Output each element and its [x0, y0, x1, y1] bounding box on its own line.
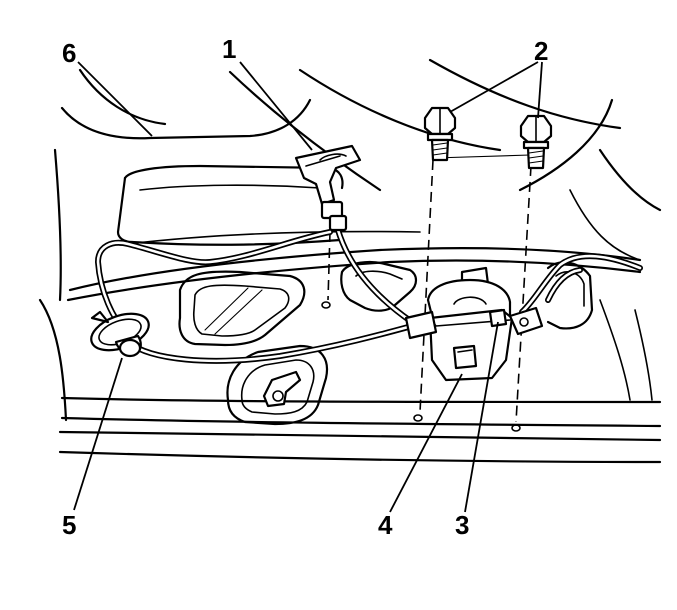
release-cable [95, 227, 643, 364]
trunk-lid-outline [38, 58, 662, 464]
bolt-holes [321, 301, 521, 432]
bolt-right [519, 114, 553, 170]
inner-panel-opening [116, 164, 344, 246]
bolt-left [423, 106, 457, 162]
callout-labels: 1 2 3 4 5 6 [62, 34, 548, 540]
alignment-lines [327, 154, 532, 423]
latch-electrical-connector [488, 308, 508, 328]
callout-6: 6 [62, 38, 76, 68]
leader-lines [73, 61, 543, 513]
trunk-lamp-socket [90, 310, 150, 358]
callout-4: 4 [378, 510, 393, 540]
callout-5: 5 [62, 510, 76, 540]
latch-bolts [423, 106, 553, 170]
access-hole-right [340, 261, 418, 312]
callout-3: 3 [455, 510, 469, 540]
callout-2: 2 [534, 36, 548, 66]
access-hole-left [178, 270, 306, 347]
callout-1: 1 [222, 34, 236, 64]
trunk-latch-assembly [404, 266, 544, 382]
emergency-release-handle [294, 144, 362, 232]
